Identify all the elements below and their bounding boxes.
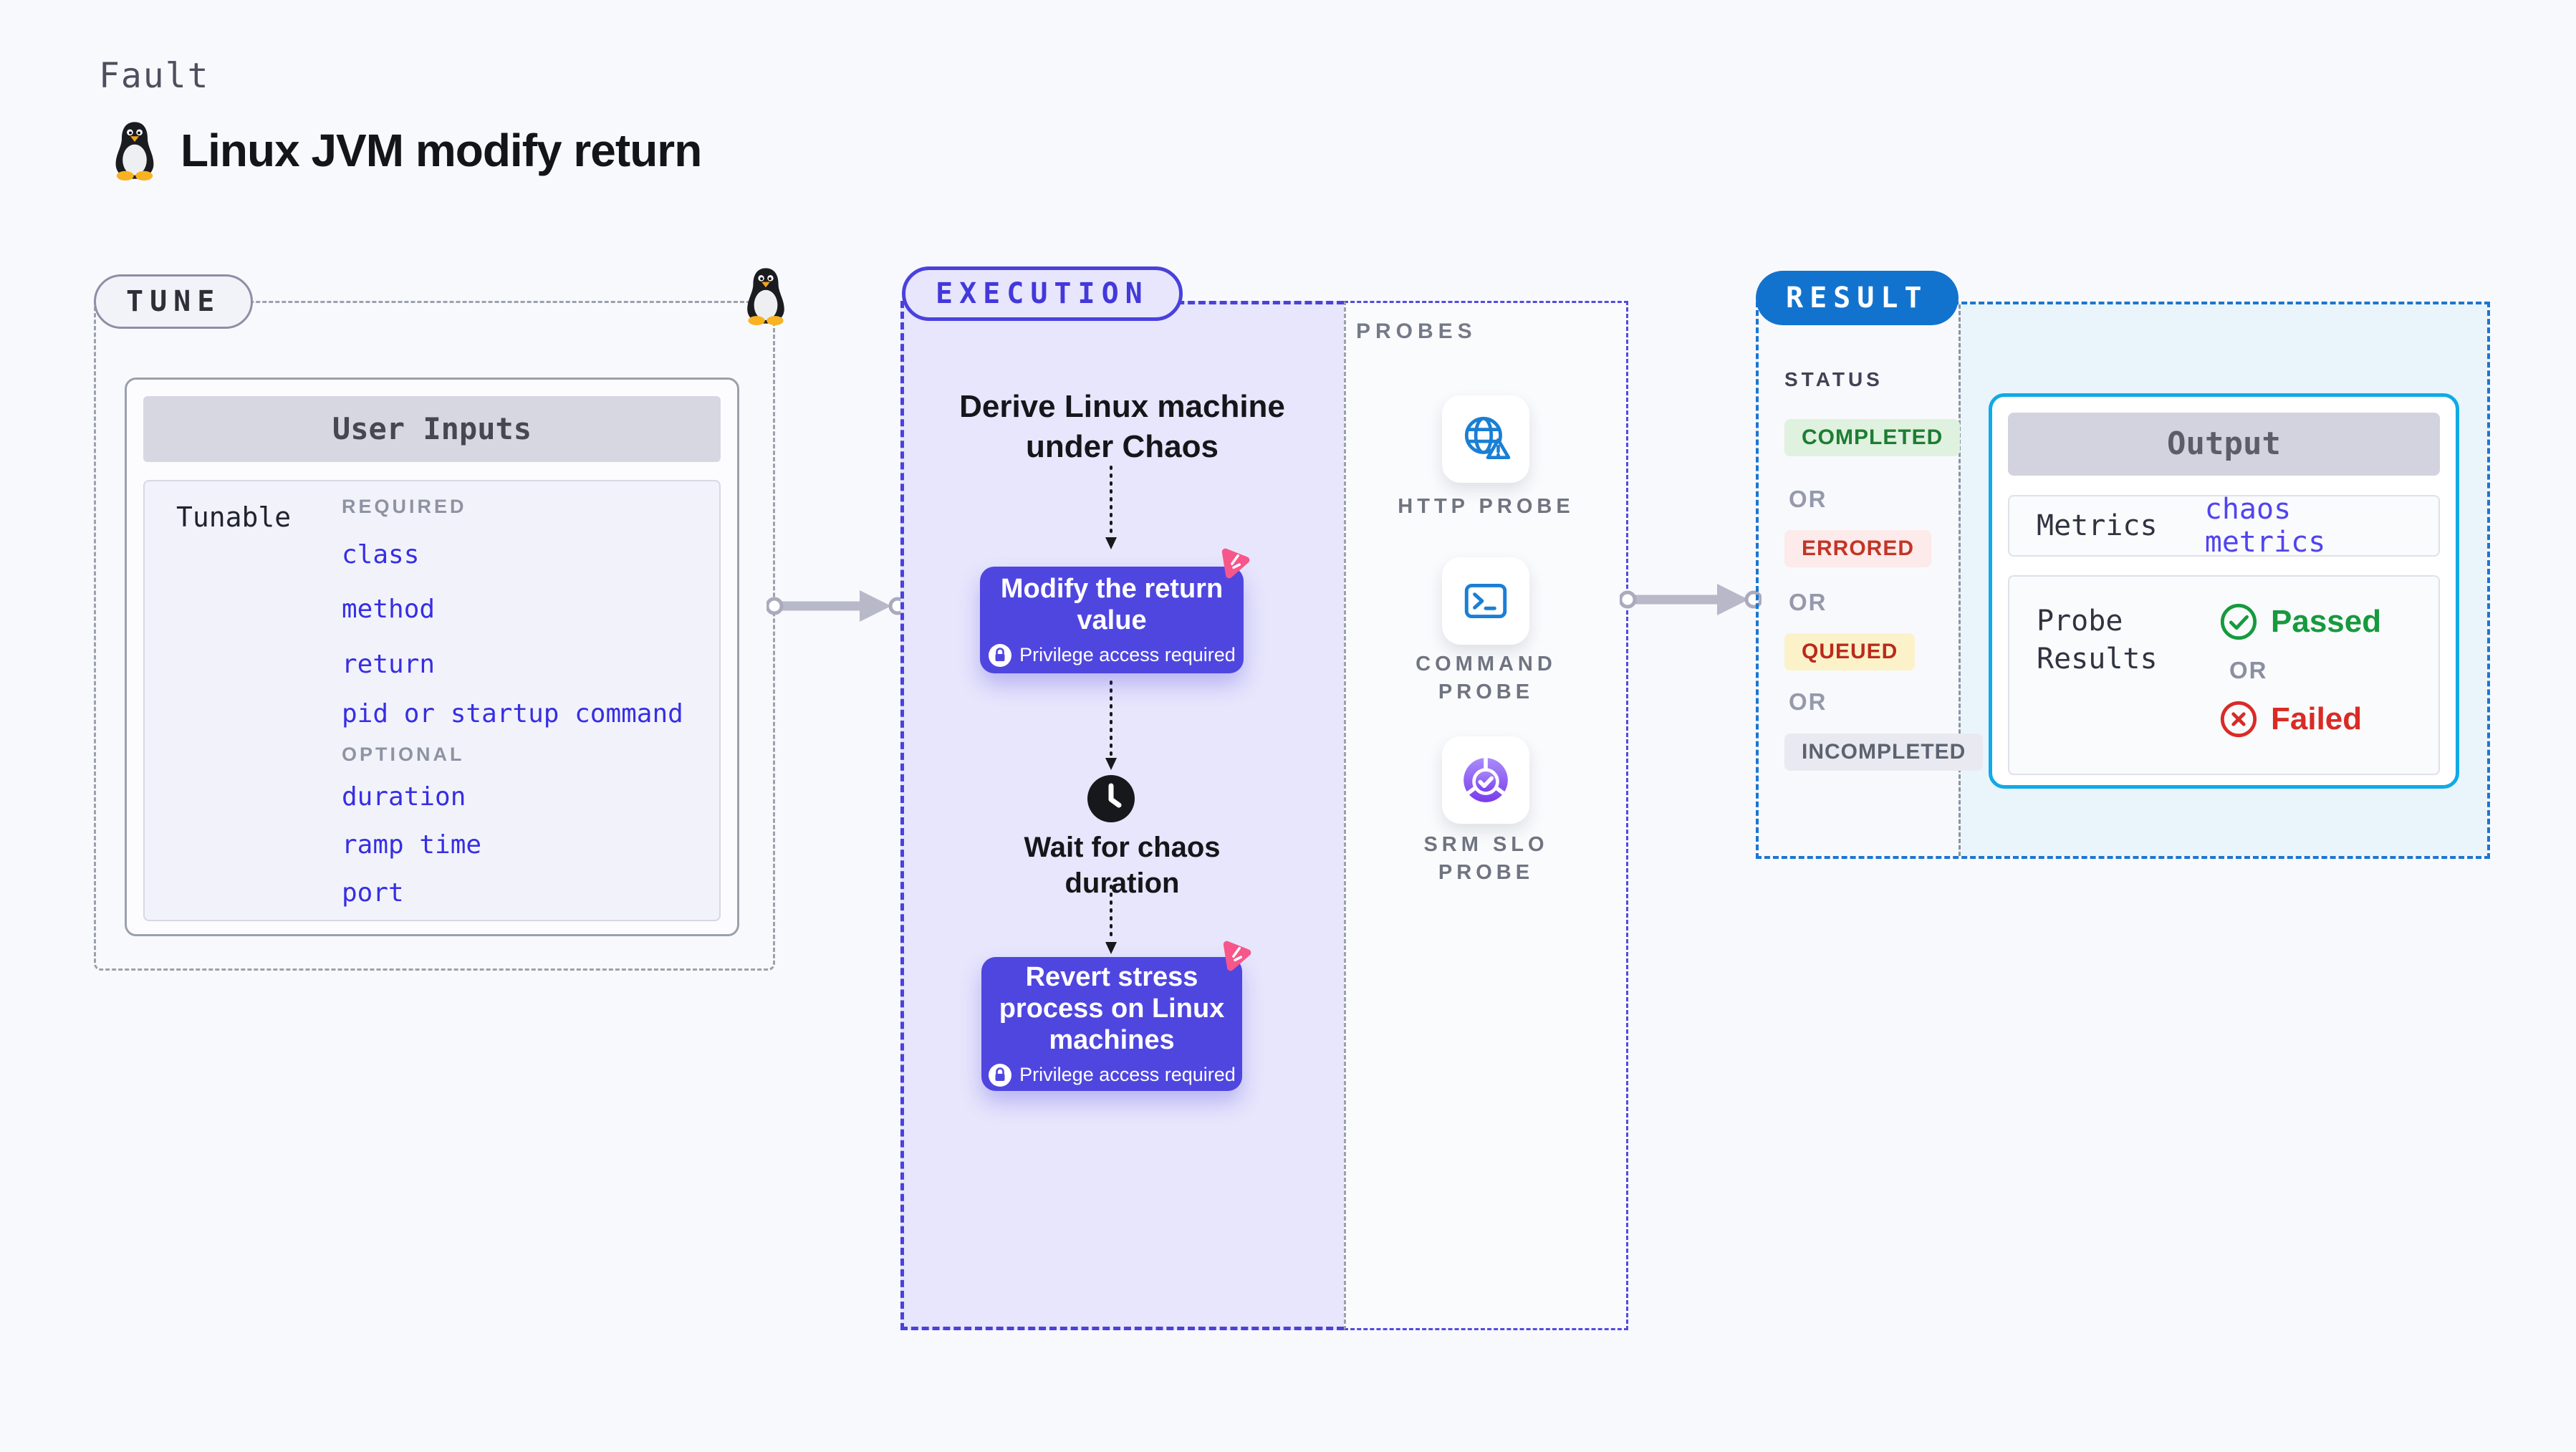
metrics-label: Metrics [2037,509,2158,542]
tunable-link-port[interactable]: port [342,878,404,908]
srm-slo-probe-label: SRM SLO PROBE [1423,833,1549,884]
chaos-spark-icon [1223,941,1251,971]
tunable-link-method[interactable]: method [342,595,436,624]
or-separator: OR [1789,688,1827,715]
or-separator: OR [1789,486,1827,512]
globe-alert-icon [1464,416,1511,460]
tune-to-execution-arrow [766,590,905,622]
x-circle-icon [2220,701,2257,738]
flow-arrow-down-2 [1105,681,1117,770]
output-panel: Output Metrics chaos metrics Probe Resul… [1989,393,2459,789]
clock-icon [1087,775,1135,822]
result-pill: RESULT [1756,271,1959,325]
tunables-panel: Tunable REQUIRED class method return pid… [143,480,721,921]
privilege-badge: Privilege access required [988,1063,1236,1087]
revert-stress-action: Revert stress process on Linux machines … [981,957,1242,1091]
or-separator: OR [1789,589,1827,615]
tunable-link-duration[interactable]: duration [342,782,466,812]
optional-heading: OPTIONAL [342,744,465,765]
page-kicker: Fault [99,56,210,96]
http-probe-card [1442,395,1529,483]
action-title: Revert stress process on Linux machines [999,961,1225,1055]
modify-return-action: Modify the return value Privilege access… [980,567,1244,673]
probe-results-row: Probe Results Passed OR Failed [2008,575,2440,775]
tune-section-box [94,301,775,971]
metrics-value: chaos metrics [2204,493,2326,559]
wait-step-text: Wait for chaos duration [1024,832,1221,899]
srm-slo-probe-card [1442,736,1529,824]
lock-icon [989,1063,1012,1087]
passed-verdict: Passed [2219,602,2381,641]
tunable-row-label: Tunable [176,501,292,533]
status-column: COMPLETED OR ERRORED OR QUEUED OR INCOMP… [1784,419,1984,777]
status-badge-completed: COMPLETED [1784,419,1961,456]
lock-icon [989,643,1012,667]
status-badge-queued: QUEUED [1784,633,1916,670]
slo-donut-icon [1464,756,1508,802]
flow-arrow-down-1 [1105,466,1117,549]
probes-heading: PROBES [1356,319,1477,343]
command-probe-label: COMMAND PROBE [1416,653,1557,703]
required-heading: REQUIRED [342,496,467,517]
status-heading: STATUS [1784,368,1883,390]
http-probe-label: HTTP PROBE [1398,495,1575,518]
tunable-link-pid-or-startup-command[interactable]: pid or startup command [342,699,683,729]
terminal-icon [1464,583,1507,619]
privilege-badge: Privilege access required [988,643,1236,668]
probe-results-label: Probe Results [2037,605,2158,675]
probes-to-result-arrow [1620,584,1762,615]
tunable-link-return[interactable]: return [342,650,436,679]
output-title: Output [2008,413,2440,476]
probe-verdicts: Passed OR Failed [2219,602,2381,748]
tune-pill: TUNE [94,274,254,329]
linux-tux-corner-icon [747,268,784,325]
check-circle-icon [2220,603,2257,640]
failed-verdict: Failed [2219,700,2381,739]
chaos-spark-icon [1221,548,1250,579]
user-inputs-card: User Inputs Tunable REQUIRED class metho… [125,378,739,936]
page-title: Linux JVM modify return [181,125,702,176]
metrics-row: Metrics chaos metrics [2008,493,2440,559]
derive-step-text: Derive Linux machine under Chaos [959,389,1285,464]
page-header: Linux JVM modify return [107,120,702,181]
status-badge-errored: ERRORED [1784,530,1932,567]
user-inputs-title: User Inputs [143,396,721,462]
action-title: Modify the return value [1000,573,1224,635]
execution-pill: EXECUTION [902,266,1183,321]
or-separator: OR [2229,657,2268,683]
status-badge-incompleted: INCOMPLETED [1784,734,1984,771]
flow-arrow-down-3 [1105,885,1117,954]
linux-tux-icon [115,122,154,181]
tunable-link-class[interactable]: class [342,540,420,569]
tunable-link-ramp-time[interactable]: ramp time [342,830,482,860]
command-probe-card [1442,557,1529,645]
result-section-box [1756,302,2490,859]
